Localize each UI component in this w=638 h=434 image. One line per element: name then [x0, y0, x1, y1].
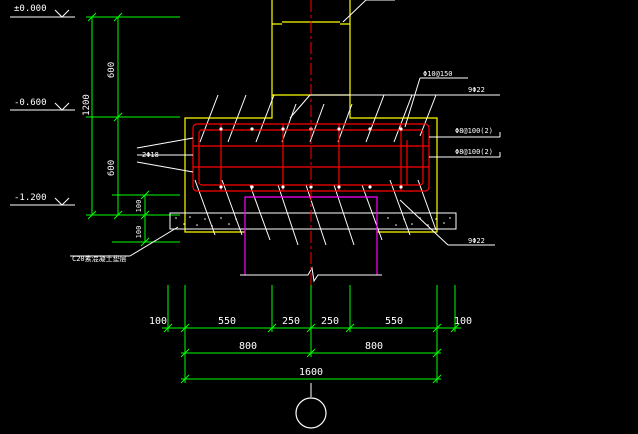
label-top-bars: 9Φ22	[468, 86, 485, 94]
label-stirrup-outer: Φ8@100(2)	[455, 127, 493, 135]
label-side-bars: 2Φ18	[142, 151, 159, 159]
cushion-stipple	[175, 216, 451, 227]
dim-row2-0: 800	[239, 341, 257, 352]
horizontal-dimension-lines	[162, 285, 461, 384]
dim-row2-1: 800	[365, 341, 383, 352]
axis-bubble	[295, 397, 327, 429]
elevation-top-label: ±0.000	[14, 4, 47, 14]
rebar-dots	[219, 127, 403, 189]
label-column-stirrup: Φ10@150	[423, 70, 453, 78]
elevation-mid-label: -0.600	[14, 98, 47, 108]
dim-row3: 1600	[299, 367, 323, 378]
dim-below-height: 100	[135, 226, 143, 239]
cushion-layer	[169, 212, 457, 230]
vertical-dimension-lines	[86, 12, 180, 247]
dim-row1-5: 100	[454, 316, 472, 327]
dim-cushion-height: 100	[135, 200, 143, 213]
dim-row1-4: 550	[385, 316, 403, 327]
dim-row1-3: 250	[321, 316, 339, 327]
dim-total-height: 1200	[82, 94, 92, 116]
label-stirrup-inner: Φ8@100(2)	[455, 148, 493, 156]
dim-lower-height: 600	[107, 160, 117, 176]
elevation-bottom-label: -1.200	[14, 193, 47, 203]
hatch-lines-top	[199, 94, 437, 143]
label-cushion: C20素混凝土垫层	[72, 254, 127, 263]
break-line	[240, 266, 382, 283]
column-leader	[342, 0, 395, 23]
dim-row1-1: 550	[218, 316, 236, 327]
elevation-markers	[10, 9, 75, 206]
dim-row1-0: 100	[149, 316, 167, 327]
right-leaders	[70, 77, 501, 257]
dim-row1-2: 250	[282, 316, 300, 327]
dim-upper-height: 600	[107, 62, 117, 78]
hatch-lines-bottom	[194, 179, 437, 246]
label-bottom-bars: 9Φ22	[468, 237, 485, 245]
